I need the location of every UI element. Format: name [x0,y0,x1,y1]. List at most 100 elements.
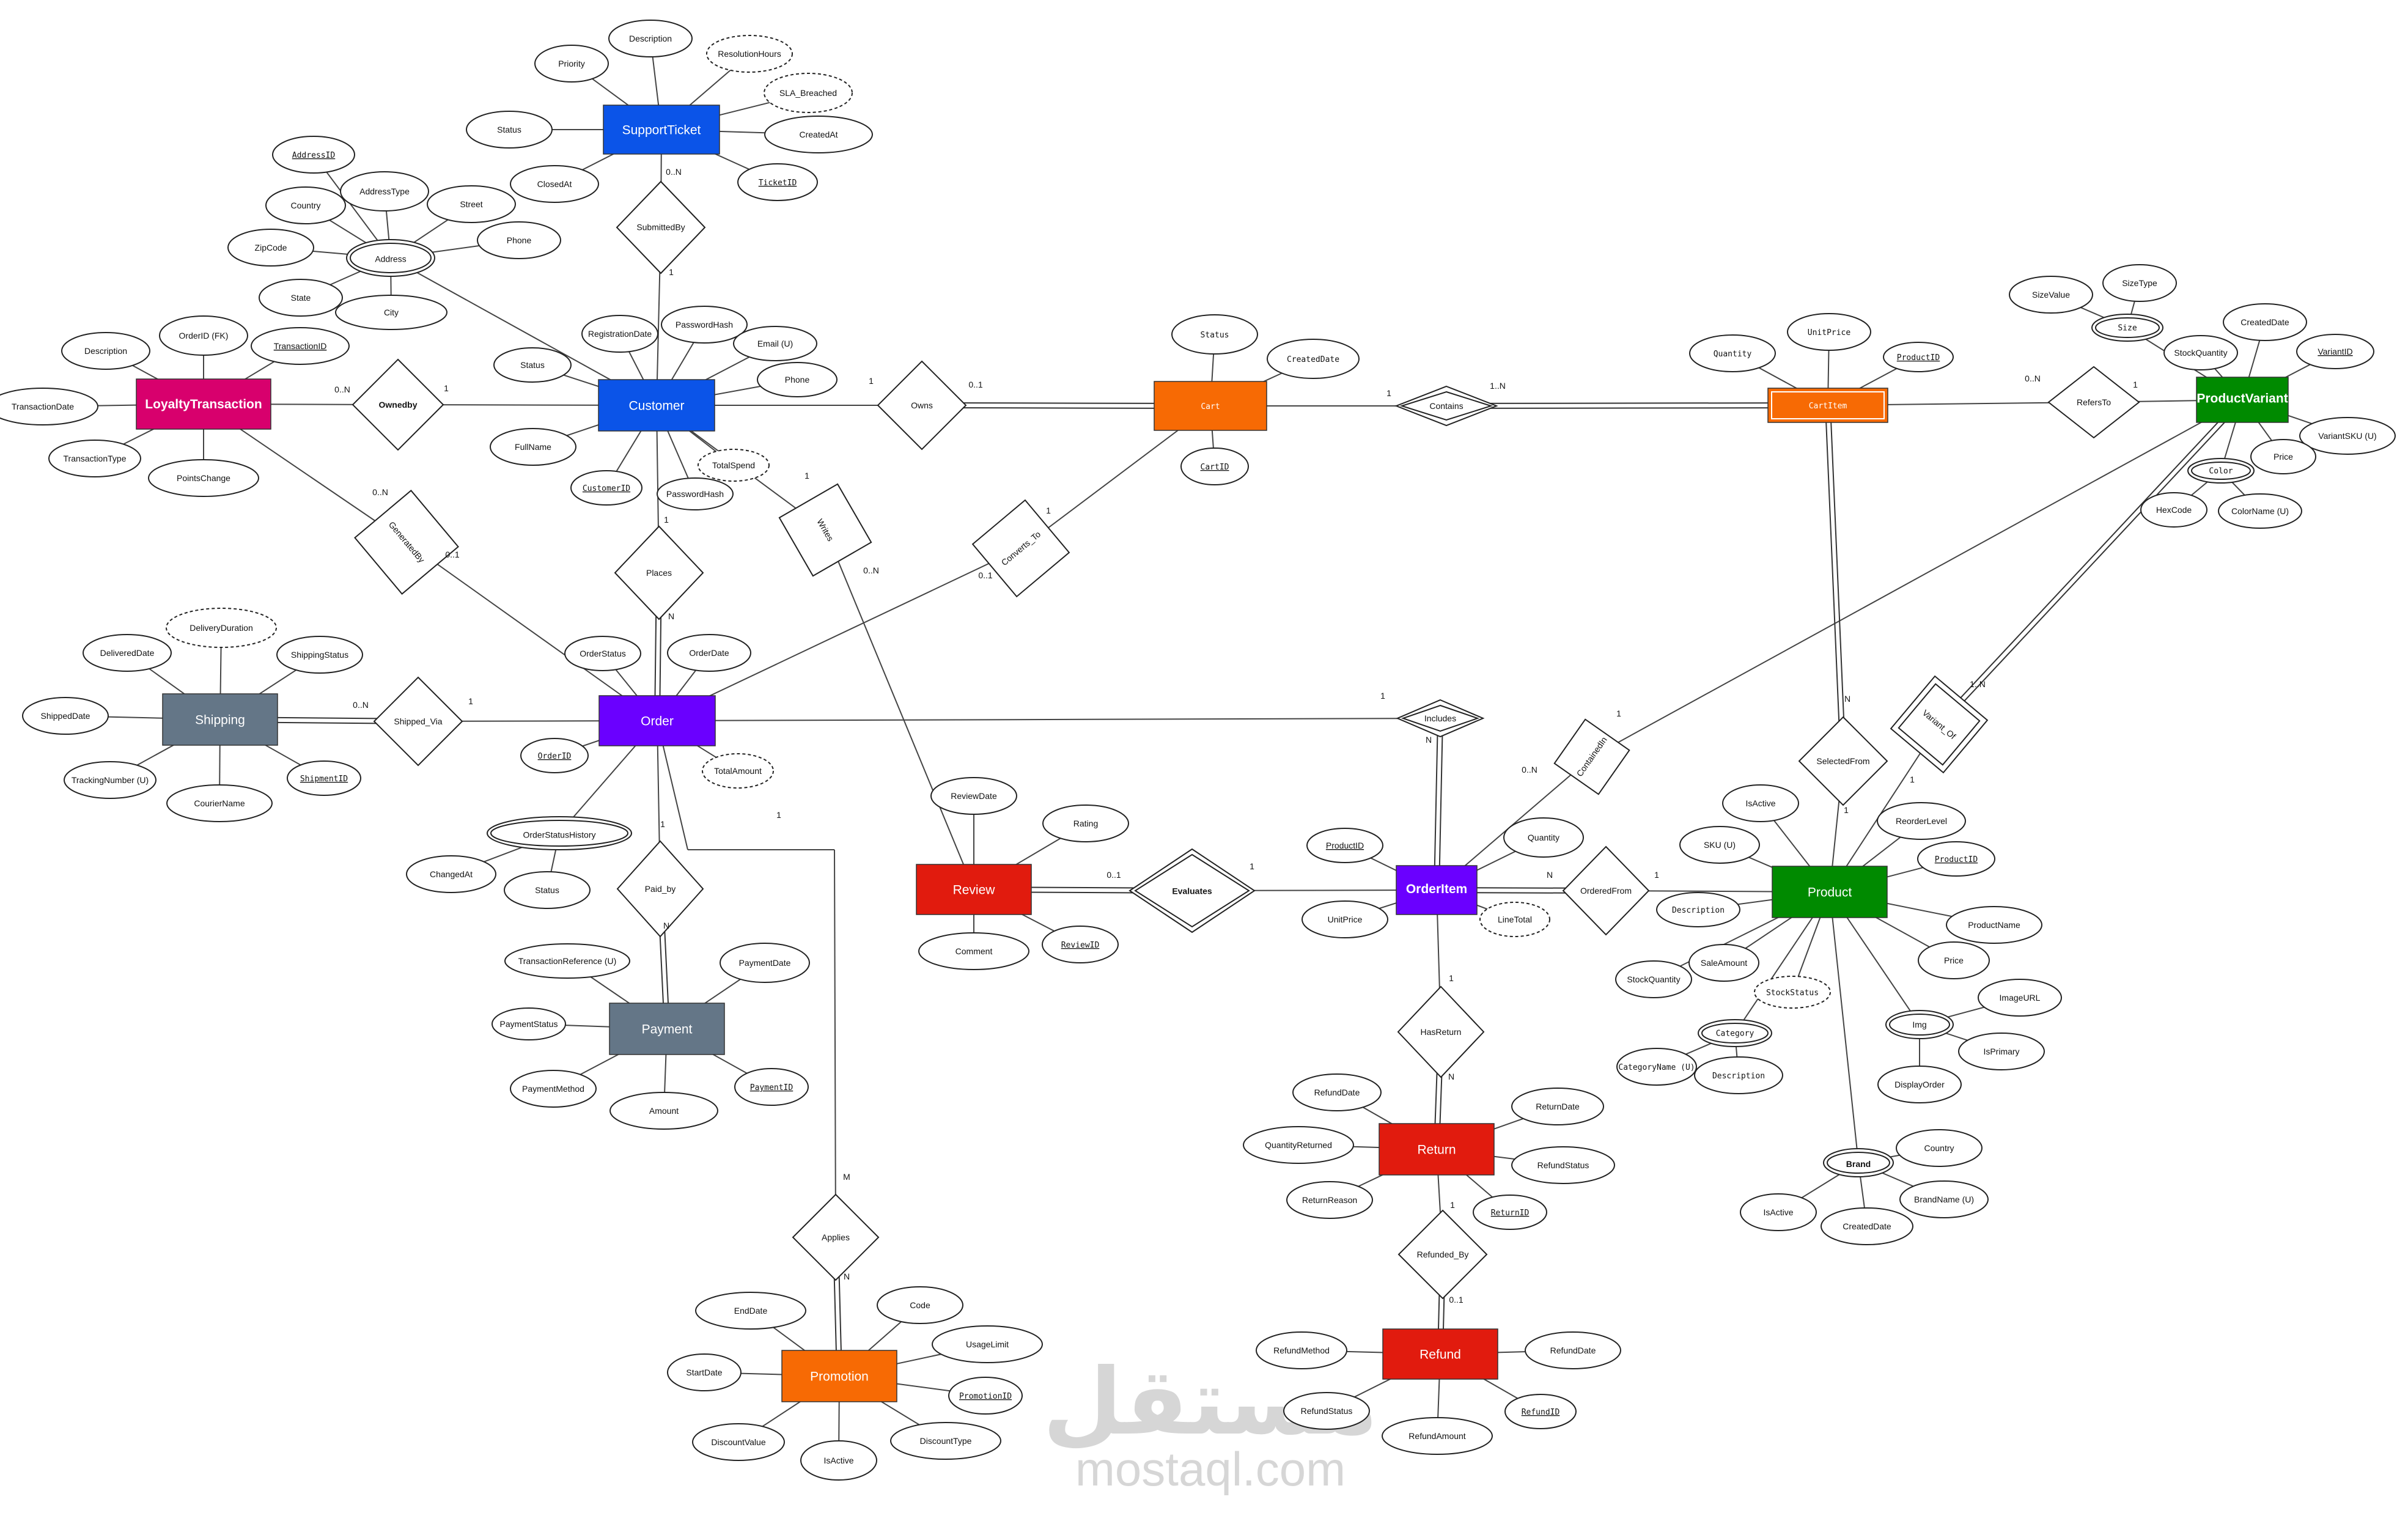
attribute-ellipse [695,1292,806,1330]
relationship-link [825,529,974,890]
entity-box [1772,866,1888,918]
attribute-total-amount: TotalAmount [702,753,774,789]
cardinality-label: 0..N [334,385,350,394]
relationship-evaluates: Evaluates [1129,848,1256,933]
attribute-ellipse [504,943,630,979]
entity-label: Payment [642,1022,693,1036]
attribute-resolution-hours: ResolutionHours [706,35,793,73]
cardinality-label: 0..1 [978,570,993,580]
attribute-ellipse [800,1440,877,1481]
attribute-unit-price: UnitPrice [1302,900,1388,938]
attribute-label: RefundAmount [1408,1431,1466,1441]
relationship-shape [1890,675,1989,774]
attribute-ellipse [1180,447,1249,485]
attribute-label: RefundDate [1550,1346,1596,1355]
entity-label: Refund [1419,1347,1461,1361]
watermark-latin: mostaql.com [1075,1442,1346,1496]
attribute-ellipse [1883,342,1954,372]
attribute-label: LineTotal [1498,915,1532,924]
attribute-category-name-u: CategoryName (U) [1616,1048,1697,1086]
attribute-label: OrderDate [689,648,729,658]
relationship-shape [1396,699,1485,738]
attribute-ellipse [61,332,150,370]
entity-label: Shipping [195,713,245,727]
attribute-ellipse [1958,1033,2045,1070]
cardinality-label: 1 [1046,506,1051,515]
attribute-street: Street [427,185,516,223]
attribute-label: ProductID [1935,855,1978,864]
attribute-label: Status [535,885,559,895]
attribute-discount-value: DiscountValue [692,1423,785,1461]
attribute-ellipse [948,1377,1023,1415]
attribute-ellipse [1918,941,1990,979]
relationship-shape [616,840,704,938]
attribute-discount-type: DiscountType [890,1422,1001,1460]
multivalued-brand: Brand [1823,1148,1894,1177]
attribute-ellipse [918,932,1029,970]
attribute-ellipse [609,1092,718,1130]
attribute-label: PaymentID [750,1083,793,1092]
attribute-cart-id: CartID [1180,447,1249,485]
multivalued-category: Category [1698,1019,1772,1047]
attribute-is-active: IsActive [800,1440,877,1481]
attribute-ellipse [0,388,98,425]
attribute-order-date: OrderDate [667,634,751,672]
attribute-comment: Comment [918,932,1029,970]
attribute-label: Rating [1073,819,1098,828]
relationship-owns: Owns [877,360,967,451]
cardinality-label: 1 [2133,380,2138,389]
relationship-label: SelectedFrom [1816,756,1869,766]
attribute-ellipse [48,440,141,477]
attribute-label: ReviewID [1061,941,1100,950]
entity-label: SupportTicket [622,123,701,137]
attribute-label: ReturnReason [1302,1195,1357,1205]
relationship-shape [1553,718,1630,795]
attribute-label: StartDate [686,1368,722,1377]
attribute-full-name: FullName [490,428,576,466]
attribute-label: OrderID (FK) [179,331,229,341]
cardinality-label: 1 [660,819,665,829]
attribute-label: TrackingNumber (U) [72,775,149,785]
entity-product: Product [1772,866,1888,918]
attribute-ellipse [2250,439,2316,474]
attribute-ellipse [490,428,576,466]
attribute-ellipse [1302,900,1388,938]
attribute-label: AddressType [359,186,410,196]
attribute-is-primary: IsPrimary [1958,1033,2045,1070]
attribute-ellipse [1694,1056,1783,1094]
attribute-transaction-id: TransactionID [251,327,350,365]
attribute-delivery-duration: DeliveryDuration [166,608,277,648]
attribute-label: ColorName (U) [2231,506,2289,516]
relationship-ordered-from: OrderedFrom [1562,845,1650,936]
cardinality-label: 0..N [372,487,388,497]
attribute-ellipse [166,784,273,822]
attribute-ellipse [477,221,561,259]
attribute-label: ReturnDate [1536,1102,1580,1111]
attribute-is-active: IsActive [1740,1193,1817,1231]
attribute-ellipse [661,306,748,344]
attribute-return-reason: ReturnReason [1286,1181,1373,1219]
relationship-link [1937,397,2241,723]
entity-label: Promotion [810,1369,869,1383]
attribute-label: Brand [1846,1159,1871,1169]
attribute-status: Status [493,347,572,383]
attribute-label: TransactionID [274,341,327,351]
attribute-description: Description [1656,892,1740,927]
relationship-shape [778,483,872,577]
attribute-ellipse [1754,976,1831,1009]
attribute-ticket-id: TicketID [737,163,818,201]
attribute-description: Description [608,20,693,57]
cardinality-label: 1 [805,471,809,480]
attribute-ellipse [564,636,641,671]
attribute-label: DiscountValue [711,1437,765,1447]
attribute-ellipse-inner [1827,1152,1890,1174]
relationship-shape-inner [1401,704,1480,732]
attribute-link [1829,891,1859,1163]
attribute-start-date: StartDate [667,1353,742,1391]
attribute-ellipse [1267,339,1360,379]
attribute-label: Category [1716,1029,1754,1039]
attribute-ellipse [159,315,248,356]
attribute-ellipse [702,753,774,789]
attribute-label: ResolutionHours [718,49,781,59]
attribute-image-url: ImageURL [1978,979,2062,1017]
